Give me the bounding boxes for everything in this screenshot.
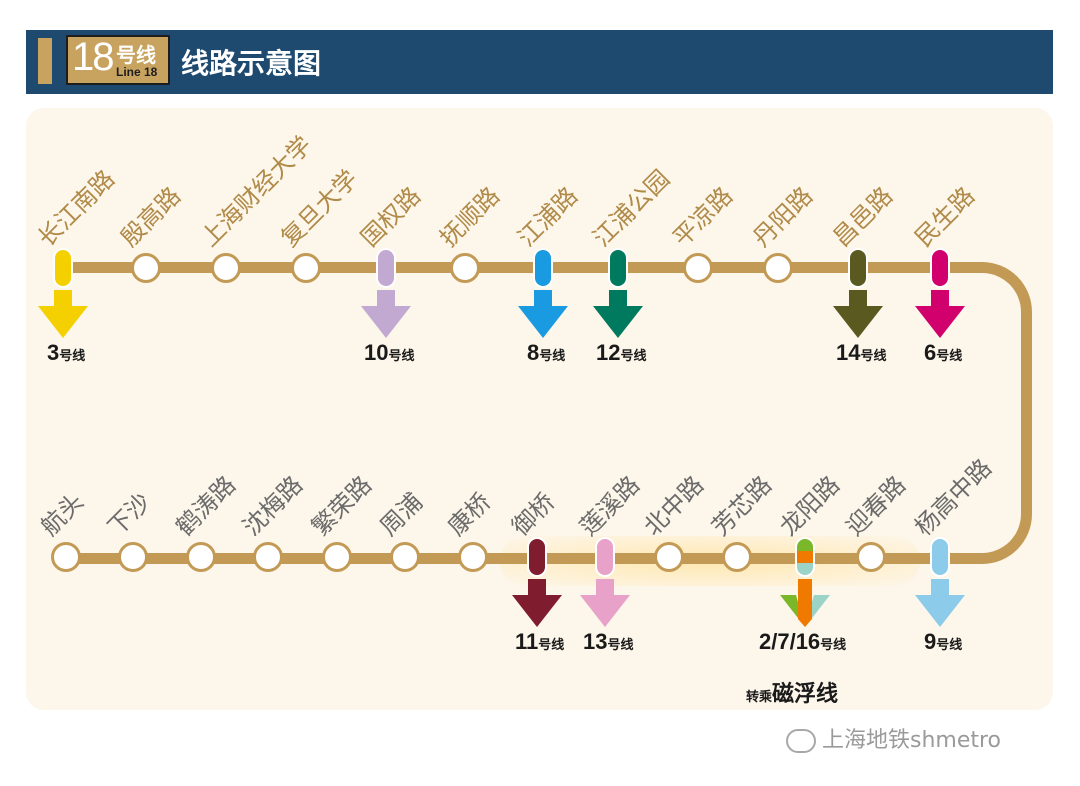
transfer-station-marker[interactable] <box>53 248 73 288</box>
transfer-arrow-center <box>798 579 812 627</box>
transfer-arrow-icon <box>361 290 411 342</box>
transfer-station-marker[interactable] <box>533 248 553 288</box>
transfer-line-suffix: 号线 <box>59 349 86 364</box>
maglev-transfer-note: 转乘磁浮线 <box>746 676 838 708</box>
station-marker[interactable] <box>763 253 793 283</box>
transfer-line-label: 2/7/16号线 <box>759 629 846 655</box>
transfer-line-suffix: 号线 <box>820 638 847 653</box>
transfer-line-label: 12号线 <box>596 340 647 366</box>
transfer-line-number: 12 <box>596 340 621 365</box>
header-bar: 18 号线 Line 18 线路示意图 <box>26 30 1053 94</box>
transfer-line-label: 3号线 <box>47 340 85 366</box>
transfer-station-marker[interactable] <box>608 248 628 288</box>
transfer-line-suffix: 号线 <box>620 349 647 364</box>
transfer-line-suffix: 号线 <box>607 638 634 653</box>
transfer-arrow-shape <box>593 290 643 338</box>
transfer-line-suffix: 号线 <box>936 349 963 364</box>
transfer-arrow-icon <box>833 290 883 342</box>
transfer-arrow-icon <box>518 290 568 342</box>
watermark-text: 上海地铁shmetro <box>822 728 1002 753</box>
transfer-station-marker[interactable] <box>848 248 868 288</box>
transfer-line-label: 11号线 <box>515 629 564 655</box>
line-label-en: Line 18 <box>116 65 158 79</box>
transfer-line-number: 11 <box>515 629 539 654</box>
transfer-line-suffix: 号线 <box>538 638 565 653</box>
transfer-station-marker[interactable] <box>595 537 615 577</box>
transfer-prefix: 转乘 <box>746 690 773 705</box>
transfer-arrow-icon <box>580 579 630 631</box>
transfer-line-suffix: 号线 <box>936 638 963 653</box>
station-marker[interactable] <box>51 542 81 572</box>
header-accent <box>38 38 52 84</box>
transfer-station-marker[interactable] <box>930 537 950 577</box>
track-bottom <box>60 553 980 564</box>
transfer-station-marker[interactable] <box>376 248 396 288</box>
transfer-arrow-icon <box>780 579 830 631</box>
line-badge: 18 号线 Line 18 <box>66 35 170 85</box>
transfer-line-label: 14号线 <box>836 340 887 366</box>
station-marker[interactable] <box>211 253 241 283</box>
track-top <box>60 262 980 273</box>
wechat-icon <box>786 729 816 753</box>
station-marker[interactable] <box>253 542 283 572</box>
transfer-station-marker[interactable] <box>795 537 815 577</box>
watermark: 上海地铁shmetro <box>786 722 1001 754</box>
transfer-line-label: 13号线 <box>583 629 634 655</box>
transfer-arrow-shape <box>580 579 630 627</box>
transfer-line-number: 13 <box>583 629 608 654</box>
transfer-arrow-shape <box>361 290 411 338</box>
transfer-arrow-shape <box>915 579 965 627</box>
transfer-line-suffix: 号线 <box>860 349 887 364</box>
station-marker[interactable] <box>118 542 148 572</box>
transfer-line-suffix: 号线 <box>388 349 415 364</box>
transfer-arrow-icon <box>38 290 88 342</box>
transfer-arrow-shape <box>833 290 883 338</box>
transfer-line-label: 9号线 <box>924 629 962 655</box>
station-marker[interactable] <box>186 542 216 572</box>
transfer-line-number: 9 <box>924 629 937 654</box>
line-label-cn: 号线 <box>116 43 156 67</box>
station-marker[interactable] <box>450 253 480 283</box>
transfer-arrow-icon <box>593 290 643 342</box>
transfer-line-number: 3 <box>47 340 60 365</box>
transfer-line-label: 10号线 <box>364 340 415 366</box>
transfer-arrow-shape <box>915 290 965 338</box>
transfer-line-number: 10 <box>364 340 389 365</box>
line-number: 18 <box>72 35 114 79</box>
transfer-line-suffix: 号线 <box>539 349 566 364</box>
transfer-arrow-shape <box>38 290 88 338</box>
transfer-arrow-icon <box>512 579 562 631</box>
transfer-arrow-icon <box>915 290 965 342</box>
transfer-line-label: 6号线 <box>924 340 962 366</box>
transfer-arrow-shape <box>512 579 562 627</box>
transfer-line-number: 8 <box>527 340 540 365</box>
transfer-maglev: 磁浮线 <box>772 682 839 707</box>
transfer-line-number: 6 <box>924 340 937 365</box>
station-marker[interactable] <box>856 542 886 572</box>
station-marker[interactable] <box>654 542 684 572</box>
transfer-arrow-icon <box>915 579 965 631</box>
station-marker[interactable] <box>722 542 752 572</box>
station-marker[interactable] <box>390 542 420 572</box>
station-marker[interactable] <box>322 542 352 572</box>
transfer-station-marker[interactable] <box>930 248 950 288</box>
transfer-station-marker[interactable] <box>527 537 547 577</box>
station-marker[interactable] <box>683 253 713 283</box>
transfer-line-number: 14 <box>836 340 861 365</box>
station-marker[interactable] <box>131 253 161 283</box>
station-marker[interactable] <box>458 542 488 572</box>
transfer-line-label: 8号线 <box>527 340 565 366</box>
page-title: 线路示意图 <box>181 47 322 80</box>
transfer-line-number: 2/7/16 <box>759 629 821 654</box>
track-curve <box>970 262 1032 564</box>
transfer-arrow-shape <box>518 290 568 338</box>
station-marker[interactable] <box>291 253 321 283</box>
